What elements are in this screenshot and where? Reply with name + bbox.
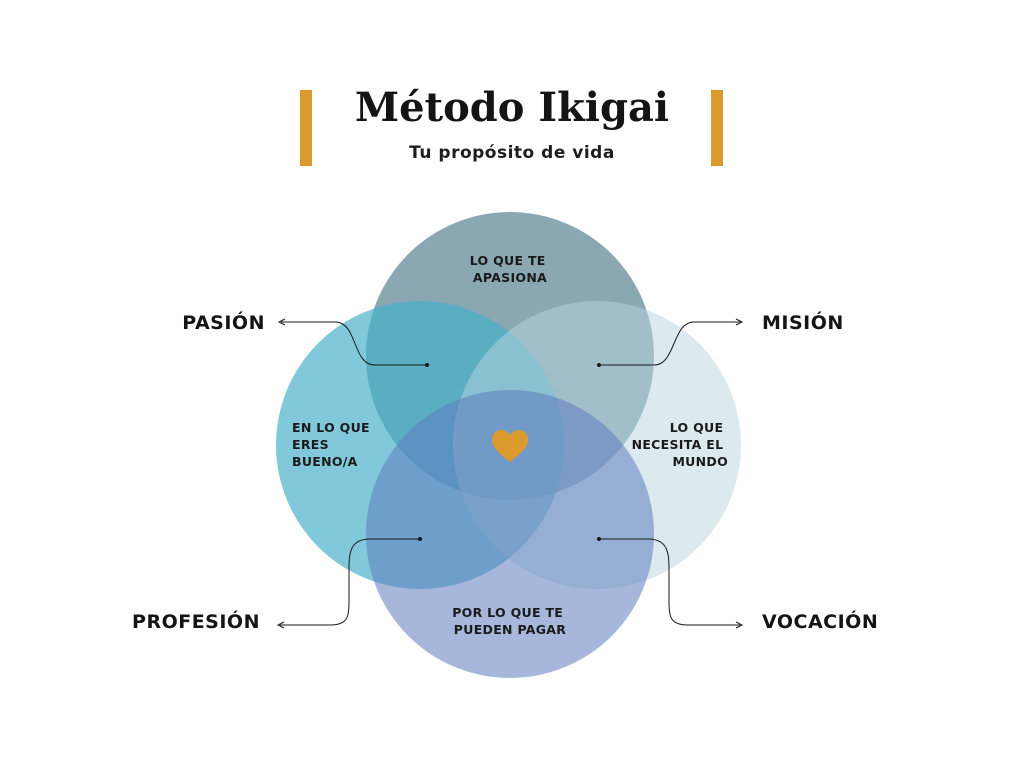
circle-label-left: EN LO QUE ERES BUENO/A — [292, 420, 375, 469]
connector-mision-arrow — [735, 318, 744, 326]
circle-label-bottom: POR LO QUE TE PUEDEN PAGAR — [452, 605, 568, 637]
connector-lines — [276, 318, 744, 629]
connector-profesion-dot — [418, 537, 422, 541]
label-mision: MISIÓN — [762, 310, 844, 334]
venn-circles — [276, 212, 741, 678]
connector-pasion-arrow — [277, 318, 286, 326]
circle-label-right-line: LO QUE — [670, 420, 724, 435]
label-profesion: PROFESIÓN — [132, 609, 260, 633]
circle-label-left-line: EN LO QUE — [292, 420, 370, 435]
connector-profesion-arrow — [276, 621, 285, 629]
circle-label-left-line: ERES — [292, 437, 329, 452]
title-accent-bar-right — [711, 90, 723, 166]
circle-pagar-bottom — [366, 390, 654, 678]
heart-icon — [492, 430, 528, 462]
connector-pasion — [281, 321, 427, 366]
circle-label-left-line: BUENO/A — [292, 454, 358, 469]
page-subtitle: Tu propósito de vida — [409, 143, 615, 163]
connector-pasion-dot — [425, 363, 429, 367]
circle-label-right-line: MUNDO — [672, 454, 728, 469]
circle-label-top-line: APASIONA — [473, 270, 547, 285]
connector-profesion — [280, 538, 420, 626]
label-vocacion: VOCACIÓN — [762, 609, 878, 633]
connector-mision — [599, 321, 740, 366]
connector-vocacion-arrow — [735, 621, 744, 629]
circle-label-bottom-line: POR LO QUE TE — [452, 605, 563, 620]
connector-vocacion — [599, 538, 740, 626]
connector-mision-dot — [597, 363, 601, 367]
connector-vocacion-dot — [597, 537, 601, 541]
circle-label-right: LO QUE NECESITA EL MUNDO — [632, 420, 728, 469]
page-title: Método Ikigai — [354, 84, 670, 131]
circle-label-right-line: NECESITA EL — [632, 437, 724, 452]
label-pasion: PASIÓN — [182, 310, 265, 334]
circle-label-top-line: LO QUE TE — [470, 253, 546, 268]
title-accent-bar-left — [300, 90, 312, 166]
circle-label-bottom-line: PUEDEN PAGAR — [454, 622, 567, 637]
circle-label-top: LO QUE TE APASIONA — [470, 253, 551, 285]
